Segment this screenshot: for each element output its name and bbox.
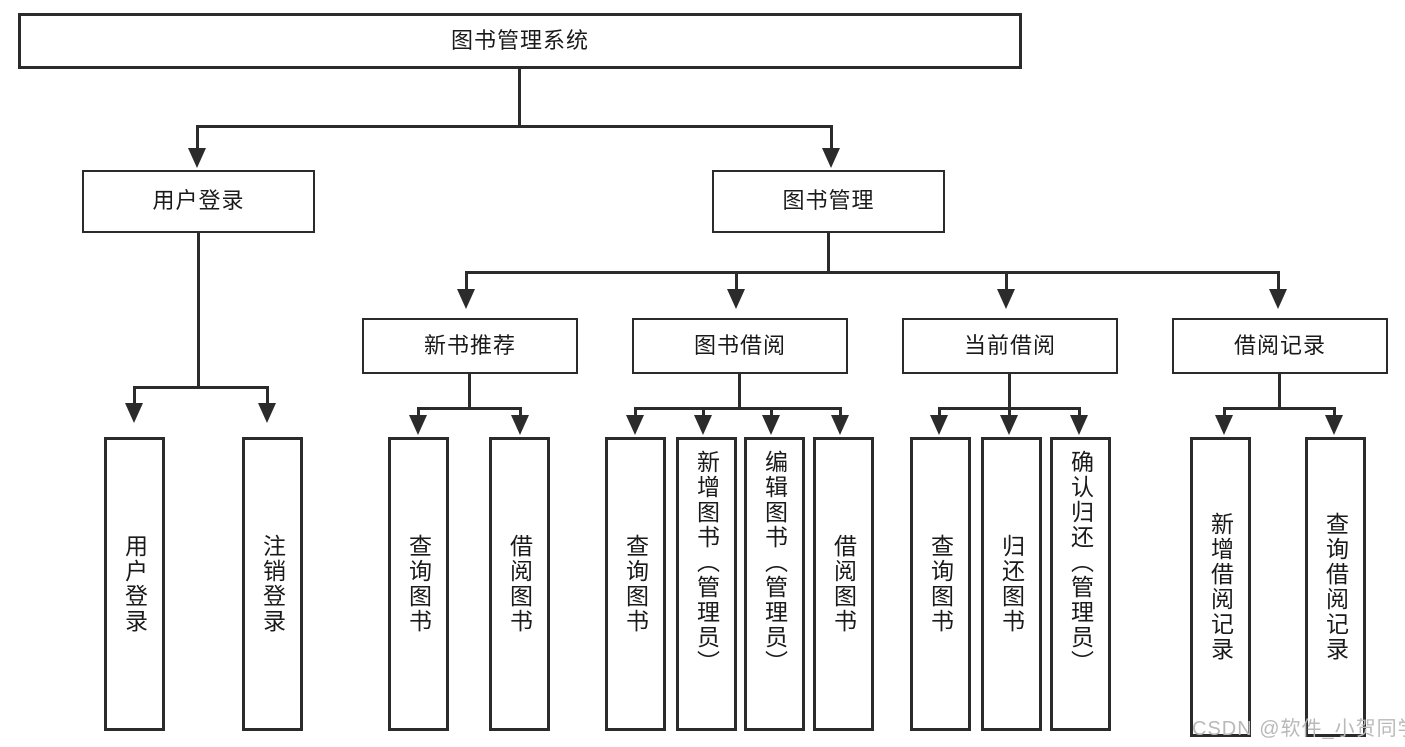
node-label: 图书管理系统: [450, 27, 589, 53]
leaf-current-borrow-confirm-return-admin[interactable]: 确认归还（管理员）: [1050, 437, 1111, 731]
node-label: 借阅记录: [1233, 332, 1326, 358]
node-label: 查询图书: [927, 534, 954, 634]
connector-bm-to-current-borrow: [1005, 271, 1008, 291]
arrowhead-br-leaf-2: [1325, 415, 1343, 435]
arrowhead-bb-leaf-1: [626, 415, 644, 435]
connector-bm-to-book-borrow: [735, 271, 738, 291]
node-label: 编辑图书（管理员）: [761, 450, 788, 675]
node-label: 确认归还（管理员）: [1067, 450, 1094, 675]
node-label: 注销登录: [259, 534, 286, 634]
connector-br-to-leaf-2: [1333, 407, 1336, 418]
connector-bm-to-borrow-record: [1277, 271, 1280, 291]
connector-root-stem: [518, 69, 521, 125]
connector-cb-to-leaf-2: [1008, 407, 1011, 418]
leaf-book-borrow-add-book-admin[interactable]: 新增图书（管理员）: [676, 437, 737, 731]
connector-bm-to-new-book: [465, 271, 468, 291]
arrowhead-br-leaf-1: [1215, 415, 1233, 435]
leaf-current-borrow-query-book[interactable]: 查询图书: [910, 437, 971, 731]
arrowhead-bb-leaf-3: [762, 415, 780, 435]
leaf-new-book-borrow-book[interactable]: 借阅图书: [489, 437, 550, 731]
connector-book-borrow-bus: [634, 407, 842, 410]
leaf-book-borrow-borrow-book[interactable]: 借阅图书: [813, 437, 874, 731]
node-label: 新增图书（管理员）: [693, 450, 720, 675]
leaf-borrow-record-query-record[interactable]: 查询借阅记录: [1305, 437, 1366, 737]
connector-user-login-stem: [197, 233, 200, 386]
connector-user-login-to-leaf-1: [133, 386, 136, 405]
arrowhead-root-to-user-login: [188, 148, 206, 168]
node-label: 当前借阅: [963, 332, 1056, 358]
node-current-borrow[interactable]: 当前借阅: [902, 318, 1118, 374]
node-label: 新书推荐: [423, 332, 516, 358]
node-label: 新增借阅记录: [1207, 512, 1234, 662]
arrowhead-bb-leaf-4: [831, 415, 849, 435]
leaf-user-login-logout[interactable]: 注销登录: [242, 437, 303, 731]
arrowhead-root-to-book-management: [822, 148, 840, 168]
leaf-new-book-query-book[interactable]: 查询图书: [388, 437, 449, 731]
connector-new-book-stem: [468, 374, 471, 407]
leaf-book-borrow-edit-book-admin[interactable]: 编辑图书（管理员）: [744, 437, 805, 731]
node-label: 查询图书: [405, 534, 432, 634]
connector-borrow-record-bus: [1223, 407, 1336, 410]
node-label: 用户登录: [121, 534, 148, 634]
connector-user-login-to-leaf-2: [266, 386, 269, 405]
node-label: 借阅图书: [830, 534, 857, 634]
connector-new-book-bus: [417, 407, 522, 410]
arrowhead-cb-leaf-1: [930, 415, 948, 435]
node-book-management[interactable]: 图书管理: [712, 170, 945, 233]
arrowhead-new-book-leaf-2: [511, 415, 529, 435]
connector-root-to-book-management: [830, 125, 833, 150]
arrowhead-bm-current-borrow: [997, 289, 1015, 309]
connector-bb-to-leaf-3: [770, 407, 773, 418]
connector-new-book-to-leaf-2: [519, 407, 522, 418]
node-label: 图书管理: [782, 188, 875, 214]
node-root-book-management-system[interactable]: 图书管理系统: [18, 13, 1022, 69]
connector-book-borrow-stem: [738, 374, 741, 407]
connector-bb-to-leaf-4: [839, 407, 842, 418]
arrowhead-bm-borrow-record: [1269, 289, 1287, 309]
node-label: 借阅图书: [506, 534, 533, 634]
arrowhead-cb-leaf-2: [1000, 415, 1018, 435]
connector-new-book-to-leaf-1: [417, 407, 420, 418]
leaf-book-borrow-query-book[interactable]: 查询图书: [605, 437, 666, 731]
connector-current-borrow-stem: [1008, 374, 1011, 407]
arrowhead-new-book-leaf-1: [409, 415, 427, 435]
arrowhead-bm-book-borrow: [727, 289, 745, 309]
node-label: 用户登录: [152, 188, 245, 214]
connector-root-bus: [196, 125, 833, 128]
node-label: 查询图书: [622, 534, 649, 634]
node-new-book-recommend[interactable]: 新书推荐: [362, 318, 578, 374]
arrowhead-cb-leaf-3: [1070, 415, 1088, 435]
leaf-current-borrow-return-book[interactable]: 归还图书: [981, 437, 1042, 731]
arrowhead-bm-new-book: [457, 289, 475, 309]
node-label: 查询借阅记录: [1322, 512, 1349, 662]
connector-br-to-leaf-1: [1223, 407, 1226, 418]
arrowhead-user-login-leaf-2: [258, 403, 276, 423]
leaf-user-login-login[interactable]: 用户登录: [104, 437, 165, 731]
connector-user-login-bus: [133, 386, 269, 389]
connector-cb-to-leaf-3: [1078, 407, 1081, 418]
leaf-borrow-record-add-record[interactable]: 新增借阅记录: [1190, 437, 1251, 737]
arrowhead-user-login-leaf-1: [125, 403, 143, 423]
node-borrow-record[interactable]: 借阅记录: [1172, 318, 1388, 374]
connector-cb-to-leaf-1: [938, 407, 941, 418]
node-user-login[interactable]: 用户登录: [82, 170, 315, 233]
arrowhead-bb-leaf-2: [694, 415, 712, 435]
connector-root-to-user-login: [196, 125, 199, 150]
connector-book-management-stem: [827, 233, 830, 271]
connector-bb-to-leaf-2: [702, 407, 705, 418]
connector-borrow-record-stem: [1278, 374, 1281, 407]
node-book-borrow[interactable]: 图书借阅: [632, 318, 848, 374]
connector-bb-to-leaf-1: [634, 407, 637, 418]
node-label: 归还图书: [998, 534, 1025, 634]
connector-book-management-bus: [465, 271, 1280, 274]
node-label: 图书借阅: [693, 332, 786, 358]
